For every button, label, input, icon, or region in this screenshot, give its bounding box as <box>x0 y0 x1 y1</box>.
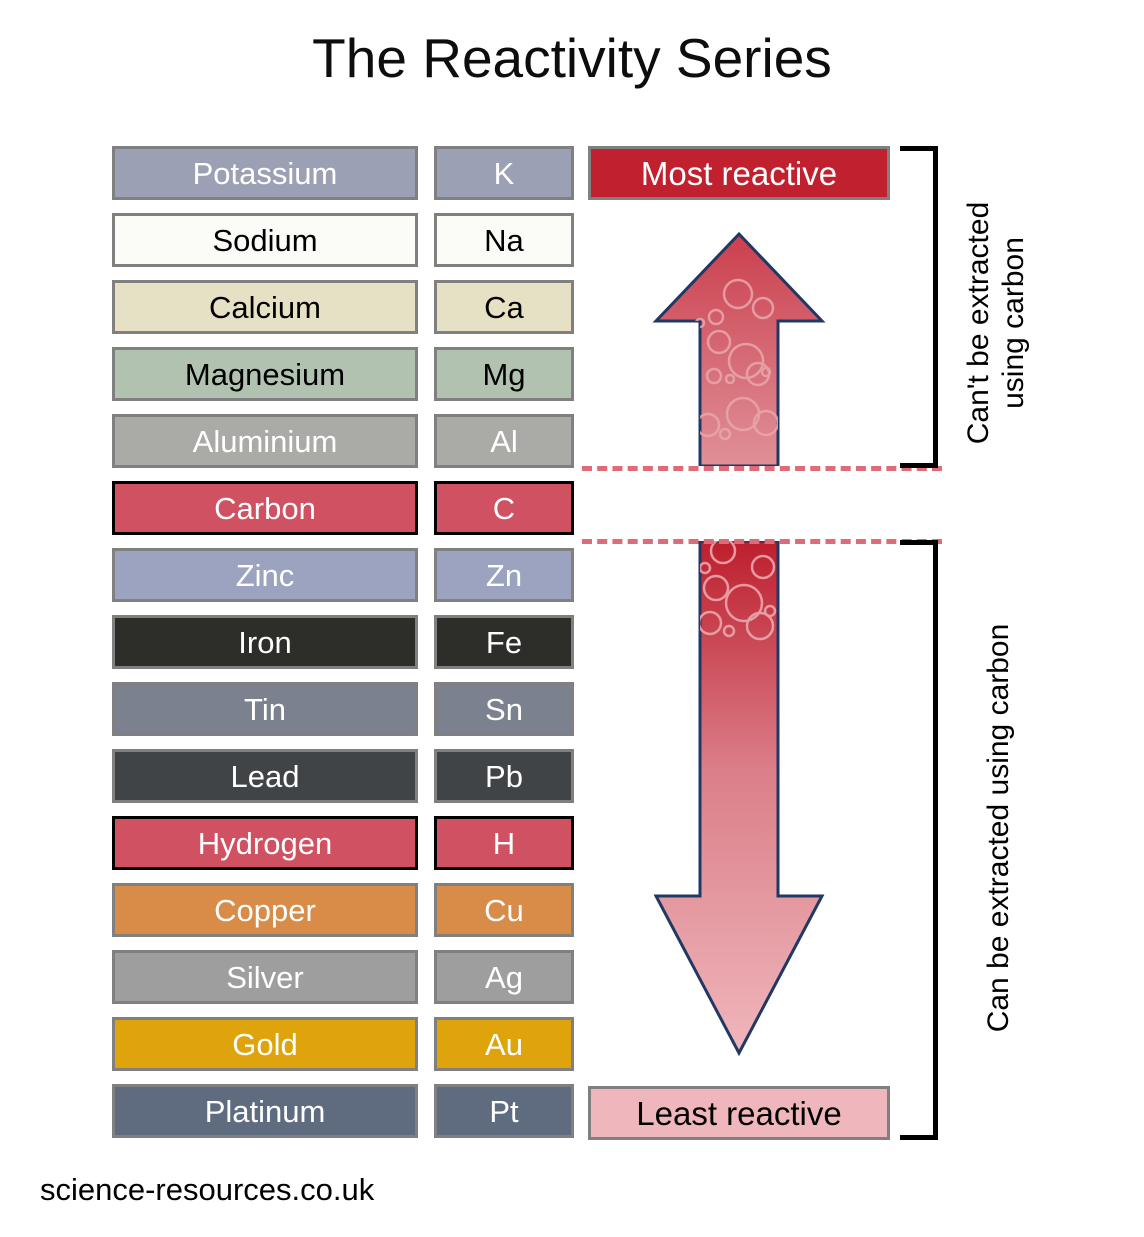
bracket-cannot-extract <box>900 146 938 468</box>
page-title: The Reactivity Series <box>312 27 832 89</box>
element-name-cell: Sodium <box>112 213 418 267</box>
series-row: Potassium K <box>112 146 574 213</box>
element-symbol-cell: Mg <box>434 347 574 401</box>
label-can-be-extracted-using-carbon: Can be extracted using carbon <box>982 623 1015 1033</box>
arrow-down-icon <box>588 541 890 1069</box>
series-row: Aluminium Al <box>112 414 574 481</box>
element-symbol-cell: Ag <box>434 950 574 1004</box>
element-symbol-cell: Au <box>434 1017 574 1071</box>
bracket-can-extract <box>900 540 938 1140</box>
element-name-cell: Tin <box>112 682 418 736</box>
element-name-cell: Aluminium <box>112 414 418 468</box>
element-name-cell: Gold <box>112 1017 418 1071</box>
label-cannot-be-extracted-using-carbon: Can't be extracted using carbon <box>962 201 1030 445</box>
element-symbol-cell: Pb <box>434 749 574 803</box>
element-name-cell: Carbon <box>112 481 418 535</box>
series-row: Calcium Ca <box>112 280 574 347</box>
element-name-cell: Platinum <box>112 1084 418 1138</box>
element-symbol-cell: Pt <box>434 1084 574 1138</box>
series-row: Lead Pb <box>112 749 574 816</box>
series-row: Iron Fe <box>112 615 574 682</box>
element-name-cell: Potassium <box>112 146 418 200</box>
element-symbol-cell: Sn <box>434 682 574 736</box>
element-symbol-cell: H <box>434 816 574 870</box>
carbon-divider-line-upper <box>582 466 942 471</box>
element-name-cell: Lead <box>112 749 418 803</box>
series-row: Zinc Zn <box>112 548 574 615</box>
series-row: Sodium Na <box>112 213 574 280</box>
least-reactive-label: Least reactive <box>588 1086 890 1140</box>
element-name-cell: Copper <box>112 883 418 937</box>
series-row: Gold Au <box>112 1017 574 1084</box>
element-name-cell: Calcium <box>112 280 418 334</box>
element-symbol-cell: C <box>434 481 574 535</box>
element-name-cell: Iron <box>112 615 418 669</box>
series-row: Silver Ag <box>112 950 574 1017</box>
element-name-cell: Silver <box>112 950 418 1004</box>
series-row: Carbon C <box>112 481 574 548</box>
element-symbol-cell: Cu <box>434 883 574 937</box>
source-credit: science-resources.co.uk <box>40 1172 375 1207</box>
element-symbol-cell: Na <box>434 213 574 267</box>
element-name-cell: Zinc <box>112 548 418 602</box>
element-symbol-cell: Al <box>434 414 574 468</box>
series-row: Platinum Pt <box>112 1084 574 1151</box>
element-symbol-cell: Zn <box>434 548 574 602</box>
element-symbol-cell: Fe <box>434 615 574 669</box>
series-row: Magnesium Mg <box>112 347 574 414</box>
carbon-divider-line-lower <box>582 539 942 544</box>
most-reactive-label: Most reactive <box>588 146 890 200</box>
series-row: Hydrogen H <box>112 816 574 883</box>
series-row: Copper Cu <box>112 883 574 950</box>
reactivity-scale-column: Most reactive <box>588 146 890 1140</box>
element-name-cell: Hydrogen <box>112 816 418 870</box>
element-name-cell: Magnesium <box>112 347 418 401</box>
element-symbol-cell: K <box>434 146 574 200</box>
element-symbol-cell: Ca <box>434 280 574 334</box>
series-row: Tin Sn <box>112 682 574 749</box>
arrow-up-icon <box>588 216 890 466</box>
